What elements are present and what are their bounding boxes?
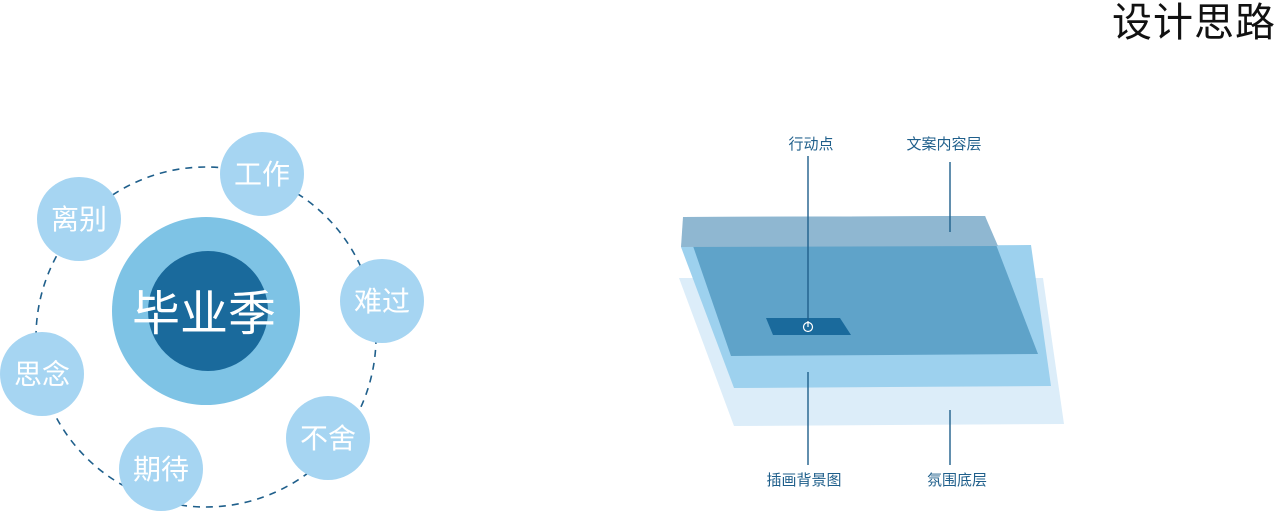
label-illustration-bg: 插画背景图 — [766, 471, 841, 489]
center-inner-circle — [148, 251, 268, 371]
layer-diagram: 行动点 文案内容层 插画背景图 氛围底层 — [679, 135, 1064, 489]
bubble-label-hard: 难过 — [354, 285, 410, 318]
layer-copy-top-band — [681, 216, 998, 247]
bubble-reluctant: 不舍 — [286, 396, 370, 480]
bubble-farewell: 离别 — [37, 177, 121, 261]
bubble-label-farewell: 离别 — [51, 203, 107, 236]
bubble-hard: 难过 — [340, 259, 424, 343]
bubble-label-reluctant: 不舍 — [300, 422, 356, 455]
mindmap: 毕业季 工作 离别 难过 思念 不舍 期待 — [0, 132, 424, 511]
label-copy-layer: 文案内容层 — [906, 135, 981, 153]
bubble-label-miss: 思念 — [14, 358, 70, 391]
center-label: 毕业季 — [132, 286, 276, 342]
bubble-label-expect: 期待 — [133, 453, 189, 486]
bubble-work: 工作 — [220, 132, 304, 216]
label-action-point: 行动点 — [788, 135, 833, 153]
page-title: 设计思路 — [1112, 0, 1276, 46]
bubble-expect: 期待 — [119, 427, 203, 511]
bubble-miss: 思念 — [0, 332, 84, 416]
label-atmosphere-base: 氛围底层 — [927, 471, 987, 489]
bubble-label-work: 工作 — [234, 158, 290, 191]
